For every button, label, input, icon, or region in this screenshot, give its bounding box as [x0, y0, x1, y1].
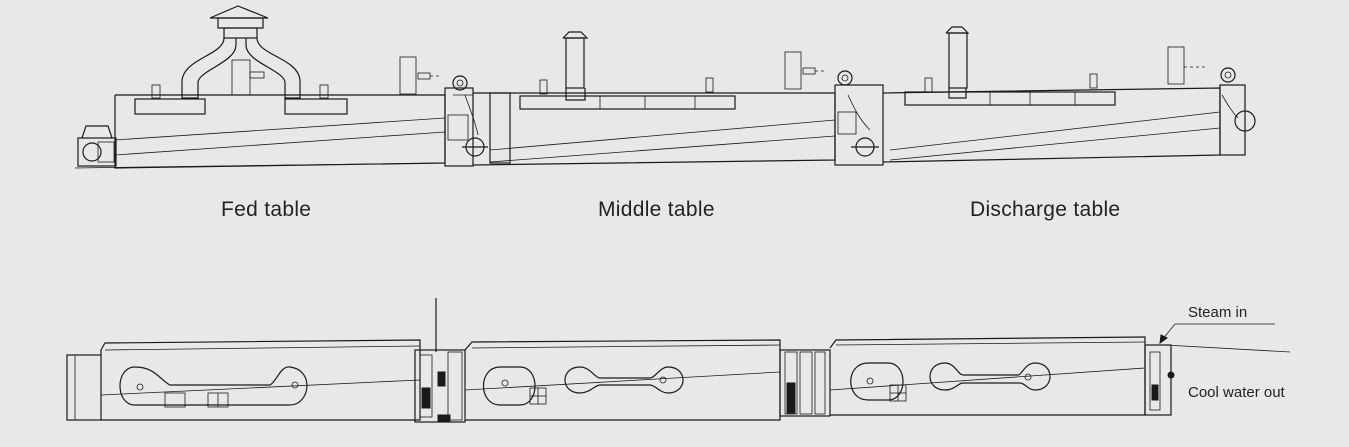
discharge-table-label: Discharge table: [970, 198, 1121, 221]
discharge-table-section: [882, 26, 1256, 163]
fed-table-label: Fed table: [221, 198, 312, 221]
fed-table-section: [74, 5, 488, 169]
middle-table-section: [472, 31, 884, 166]
bottom-view: [66, 298, 1291, 423]
middle-table-label: Middle table: [598, 198, 715, 221]
cool-water-out-label: Cool water out: [1188, 384, 1285, 401]
steam-in-label: Steam in: [1188, 304, 1248, 321]
